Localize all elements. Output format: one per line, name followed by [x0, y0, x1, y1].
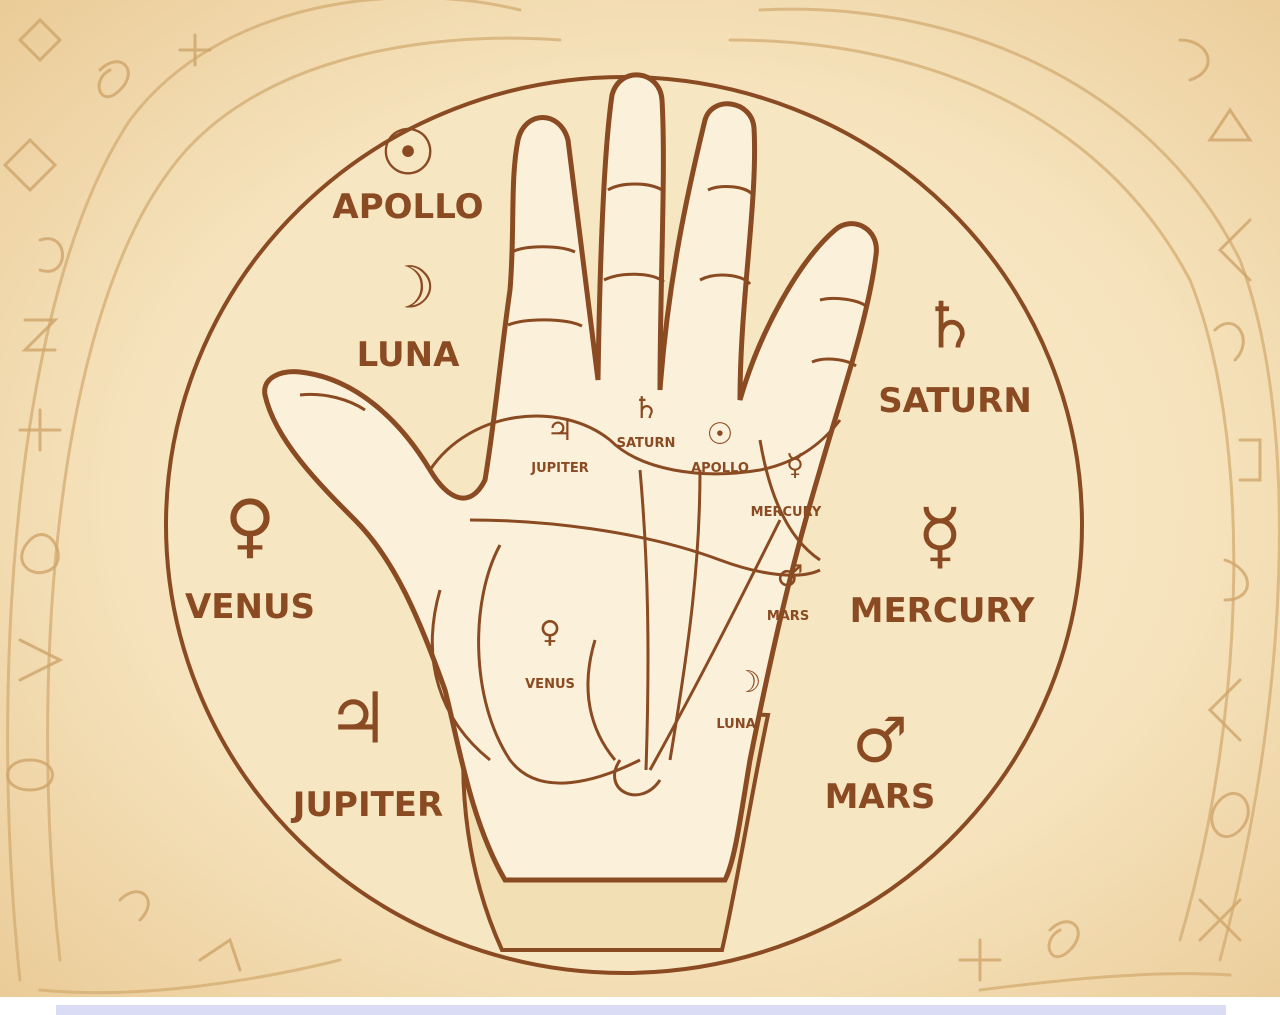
jupiter-symbol-icon: ♃ [327, 678, 390, 760]
mount-luna-label: LUNA [716, 717, 755, 732]
sun-line [668, 469, 702, 761]
mount-luna-symbol-icon: ☽ [735, 665, 762, 700]
hand-drawing [262, 72, 879, 952]
mount-venus-symbol-icon: ♀ [539, 615, 561, 650]
mount-apollo-label: APOLLO [691, 461, 749, 476]
bottom-strip [0, 997, 1280, 1015]
mount-venus-label: VENUS [525, 677, 575, 692]
mount-saturn-symbol-icon: ♄ [633, 391, 660, 426]
mars-symbol-icon: ♂ [852, 704, 908, 777]
luna-symbol-icon: ☽ [384, 253, 436, 321]
finger-creases [299, 182, 867, 412]
apollo-label: APOLLO [332, 187, 483, 227]
palm-lines [428, 414, 842, 797]
palm-mount-labels: ♃ JUPITER ♄ SATURN ☉ APOLLO ☿ MERCURY ♂ MARS ♀ VENU… [525, 391, 822, 732]
mount-apollo-symbol-icon: ☉ [707, 417, 734, 452]
mount-jupiter-symbol-icon: ♃ [547, 413, 574, 448]
fate-line [638, 469, 650, 771]
mercury-symbol-icon: ☿ [917, 493, 962, 579]
mount-mercury-symbol-icon: ☿ [786, 448, 804, 483]
occult-scribble-border [6, 0, 1280, 995]
saturn-symbol-icon: ♄ [921, 289, 978, 363]
mount-jupiter-label: JUPITER [530, 461, 589, 476]
life-line [477, 544, 641, 785]
bottom-strip-bar [56, 1005, 1226, 1015]
apollo-symbol-icon: ☉ [379, 116, 436, 190]
heart-line [428, 414, 842, 476]
jupiter-label: JUPITER [291, 785, 443, 825]
saturn-label: SATURN [878, 381, 1032, 421]
luna-label: LUNA [357, 335, 461, 375]
mount-mars-symbol-icon: ♂ [777, 559, 804, 594]
planet-labels: ☉APOLLO☽LUNA♄SATURN♀VENUS☿MERCURY♃JUPITE… [185, 116, 1035, 825]
occult-glyphs [2, 17, 1262, 982]
mount-mars-label: MARS [767, 609, 809, 624]
mars-label: MARS [825, 777, 936, 817]
mercury-line [648, 519, 782, 771]
mount-mercury-label: MERCURY [751, 505, 822, 520]
venus-label: VENUS [185, 587, 315, 627]
venus-symbol-icon: ♀ [224, 485, 275, 567]
mount-saturn-label: SATURN [617, 436, 676, 451]
mercury-label: MERCURY [850, 591, 1035, 631]
